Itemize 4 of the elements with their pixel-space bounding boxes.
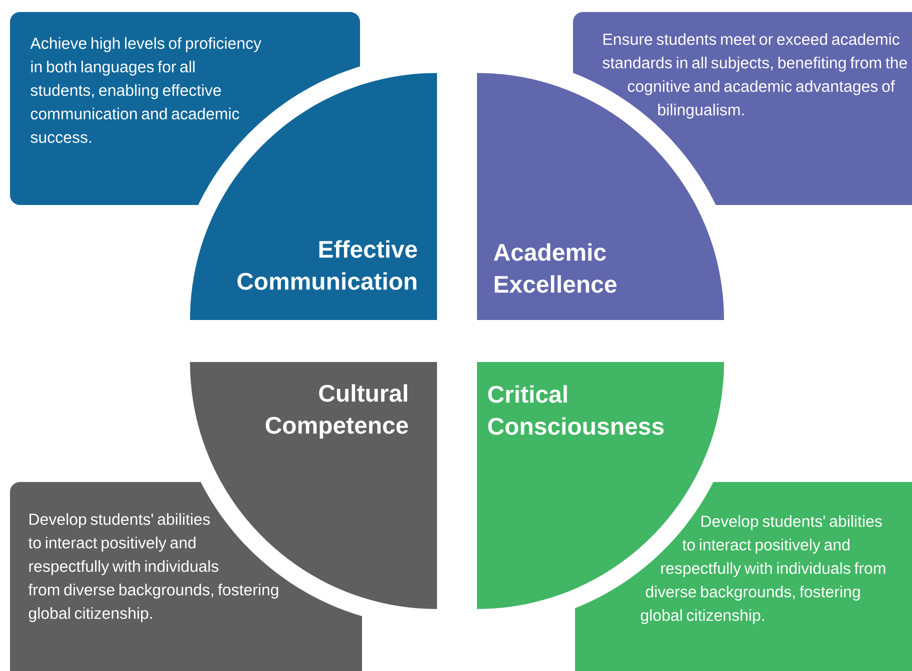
node-label: Critical Consciousness	[488, 385, 664, 435]
node-label: Effective Communication	[237, 240, 417, 290]
node-label: Cultural Competence	[266, 384, 408, 439]
node-label: Academic Excellence	[494, 243, 616, 293]
